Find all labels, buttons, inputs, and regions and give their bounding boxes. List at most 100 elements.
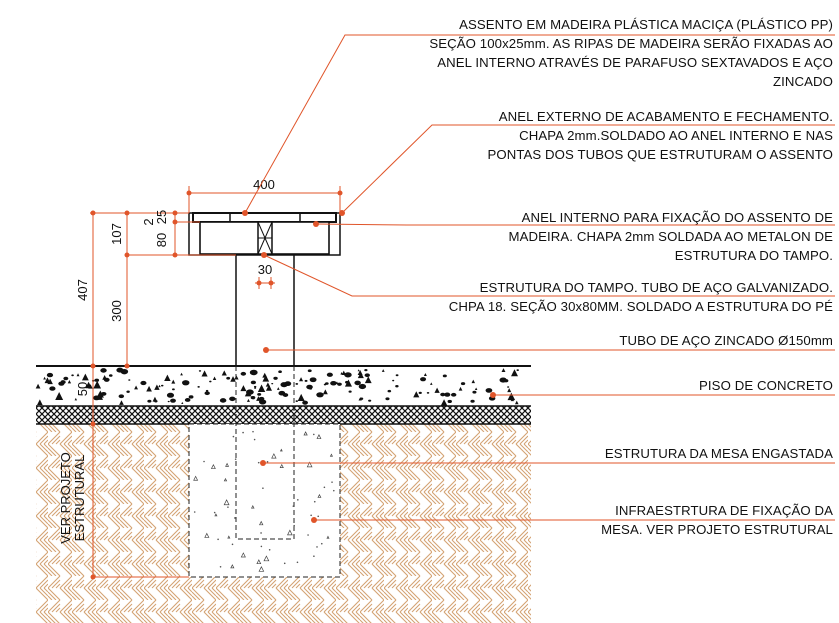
aggregate-grain bbox=[171, 379, 176, 384]
aggregate-grain bbox=[395, 385, 399, 388]
aggregate-grain bbox=[166, 392, 175, 398]
footing-grain bbox=[257, 461, 260, 464]
aggregate-grain bbox=[170, 398, 176, 403]
aggregate-grain bbox=[180, 372, 183, 376]
dim-ring-2: 2 bbox=[141, 218, 156, 225]
footing-grain bbox=[317, 515, 320, 518]
aggregate-grain bbox=[100, 391, 107, 396]
aggregate-grain bbox=[81, 373, 89, 381]
aggregate-grain bbox=[93, 380, 102, 389]
note-seat-line-4: ZINCADO bbox=[772, 74, 833, 89]
footing-grain bbox=[213, 511, 216, 514]
dim-total-407: 407 bbox=[75, 279, 90, 301]
aggregate-grain bbox=[240, 371, 247, 376]
aggregate-grain bbox=[229, 396, 236, 402]
footing-grain bbox=[333, 489, 335, 492]
footing-grain bbox=[256, 559, 262, 565]
aggregate-grain bbox=[60, 380, 66, 384]
aggregate-grain bbox=[63, 376, 69, 381]
aggregate-grain bbox=[93, 395, 100, 401]
note-seat-line-2: SEÇÃO 100x25mm. AS RIPAS DE MADEIRA SERÃ… bbox=[429, 36, 833, 51]
aggregate-grain bbox=[230, 376, 236, 382]
aggregate-grain bbox=[426, 391, 430, 394]
aggregate-grain bbox=[253, 385, 257, 388]
aggregate-grain bbox=[354, 380, 361, 386]
note-seat: ASSENTO EM MADEIRA PLÁSTICA MACIÇA (PLÁS… bbox=[429, 15, 833, 91]
aggregate-grain bbox=[67, 380, 72, 384]
embedded-structure bbox=[235, 423, 295, 540]
footing-grain bbox=[234, 517, 236, 519]
note-seat-line-1: ASSENTO EM MADEIRA PLÁSTICA MACIÇA (PLÁS… bbox=[459, 17, 833, 32]
aggregate-grain bbox=[100, 368, 107, 373]
aggregate-grain bbox=[440, 399, 448, 406]
aggregate-grain bbox=[181, 401, 184, 404]
aggregate-grain bbox=[440, 392, 446, 397]
note-seat-line-3: ANEL INTERNO ATRAVÉS DE PARAFUSO SEXTAVA… bbox=[437, 55, 833, 70]
footing-grain bbox=[283, 562, 286, 565]
footing-grain bbox=[329, 453, 333, 457]
note-inner-ring-line-3: ESTRUTURA DO TAMPO. bbox=[674, 248, 833, 263]
aggregate-grain bbox=[158, 384, 161, 388]
side-note-line-2: ESTRUTURAL bbox=[72, 455, 87, 542]
note-foundation: INFRAESTRTURA DE FIXAÇÃO DA MESA. VER PR… bbox=[601, 501, 833, 539]
aggregate-grain bbox=[458, 386, 463, 391]
aggregate-grain bbox=[485, 388, 493, 393]
aggregate-grain bbox=[295, 382, 299, 385]
footing-grain bbox=[242, 431, 244, 434]
footing-grain bbox=[232, 435, 235, 438]
aggregate-grain bbox=[307, 369, 312, 373]
aggregate-grain bbox=[119, 400, 124, 405]
aggregate-grain bbox=[507, 388, 512, 393]
aggregate-grain bbox=[304, 379, 308, 382]
note-foundation-line-1: INFRAESTRTURA DE FIXAÇÃO DA bbox=[615, 503, 833, 518]
aggregate-grain bbox=[514, 400, 519, 405]
aggregate-grain bbox=[368, 399, 372, 402]
aggregate-grain bbox=[146, 385, 152, 392]
footing-grain bbox=[193, 511, 196, 513]
footing-grain bbox=[203, 460, 205, 463]
aggregate-grain bbox=[358, 397, 362, 401]
aggregate-grain bbox=[516, 369, 520, 372]
aggregate-grain bbox=[323, 383, 327, 386]
footing-grain bbox=[310, 514, 312, 517]
aggregate-grain bbox=[358, 383, 367, 390]
footing-grain bbox=[252, 430, 254, 433]
side-note-line-1: VER PROJETO bbox=[58, 452, 73, 544]
aggregate-grain bbox=[147, 399, 152, 403]
aggregate-grain bbox=[197, 385, 200, 388]
note-embedded-line-1: ESTRUTURA DA MESA ENGASTADA bbox=[604, 446, 833, 461]
footing-grain bbox=[223, 477, 228, 482]
aggregate-grain bbox=[164, 374, 171, 382]
aggregate-grain bbox=[450, 392, 457, 397]
aggregate-grain bbox=[118, 394, 125, 399]
aggregate-grain bbox=[265, 384, 273, 391]
note-inner-ring-line-1: ANEL INTERNO PARA FIXAÇÃO DO ASSENTO DE bbox=[521, 210, 833, 225]
footing-grain bbox=[227, 506, 229, 508]
note-inner-ring: ANEL INTERNO PARA FIXAÇÃO DO ASSENTO DE … bbox=[509, 208, 833, 265]
aggregate-grain bbox=[258, 399, 267, 405]
aggregate-grain bbox=[337, 382, 342, 386]
aggregate-grain bbox=[295, 400, 299, 403]
concrete-aggregate bbox=[35, 367, 520, 406]
aggregate-grain bbox=[257, 384, 266, 392]
aggregate-grain bbox=[36, 399, 43, 406]
footing-grain bbox=[279, 448, 283, 452]
aggregate-grain bbox=[154, 400, 158, 403]
footing-grain bbox=[307, 534, 309, 536]
note-top-structure: ESTRUTURA DO TAMPO. TUBO DE AÇO GALVANIZ… bbox=[449, 278, 833, 316]
aggregate-grain bbox=[470, 399, 475, 403]
aggregate-grain bbox=[387, 389, 392, 393]
aggregate-grain bbox=[204, 391, 210, 396]
aggregate-grain bbox=[420, 377, 427, 382]
aggregate-grain bbox=[364, 376, 372, 384]
note-top-structure-line-2: CHPA 18. SEÇÃO 30x80MM. SOLDADO A ESTRUT… bbox=[448, 299, 833, 314]
aggregate-grain bbox=[330, 380, 337, 386]
dim-tube-300: 300 bbox=[109, 300, 124, 322]
aggregate-grain bbox=[472, 390, 477, 394]
aggregate-grain bbox=[209, 380, 212, 383]
aggregate-grain bbox=[511, 369, 518, 377]
footing-grain bbox=[292, 505, 295, 507]
aggregate-grain bbox=[344, 372, 352, 378]
dim-floor-50: 50 bbox=[75, 382, 90, 396]
note-outer-ring-line-3: PONTAS DOS TUBOS QUE ESTRUTURAM O ASSENT… bbox=[487, 147, 833, 162]
